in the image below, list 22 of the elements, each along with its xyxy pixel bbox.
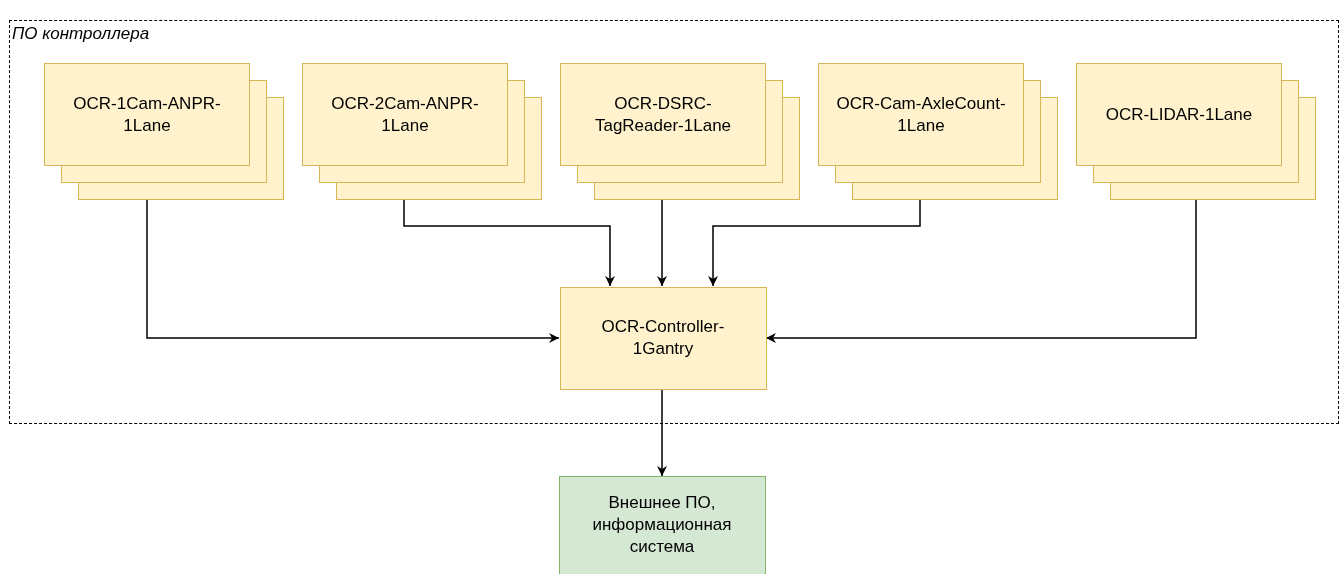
arrow: [765, 198, 1197, 343]
arrow: [146, 198, 560, 343]
dashed-group-frame: [9, 20, 1339, 424]
arrow: [403, 198, 615, 287]
arrow: [657, 198, 667, 287]
box-label: OCR-DSRC-TagReader-1Lane: [593, 92, 733, 137]
process-box: [559, 476, 766, 574]
box-label: OCR-LIDAR-1Lane: [1104, 103, 1254, 126]
stacked-process-box: [818, 63, 1058, 200]
arrow: [657, 388, 667, 477]
stacked-process-box: [1076, 63, 1316, 200]
stacked-process-box: [560, 63, 800, 200]
box-label: OCR-2Cam-ANPR-1Lane: [330, 92, 480, 137]
stacked-process-box: [44, 63, 284, 200]
box-label: OCR-Controller-1Gantry: [600, 316, 726, 360]
box-label: OCR-Cam-AxleCount-1Lane: [835, 92, 1007, 137]
stacked-process-box: [302, 63, 542, 200]
arrow: [708, 198, 921, 287]
process-box: [560, 287, 767, 390]
box-label: Внешнее ПО, информационная система: [591, 491, 733, 558]
box-label: OCR-1Cam-ANPR-1Lane: [72, 92, 222, 137]
group-title: ПО контроллера: [12, 24, 150, 44]
